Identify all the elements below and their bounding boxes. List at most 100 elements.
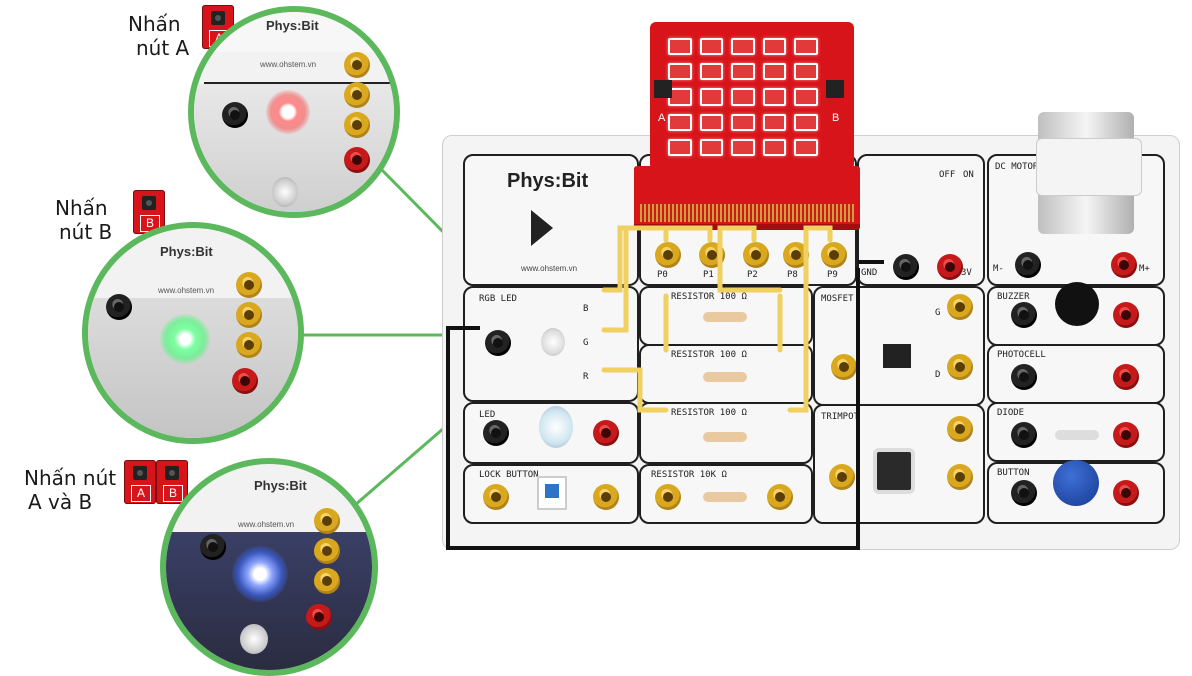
trimpot-knob[interactable] (873, 448, 915, 494)
pin-label: P1 (703, 270, 714, 280)
mosfet-panel: MOSFET G D (813, 286, 985, 406)
red-jack (344, 147, 370, 173)
logo-panel: Phys:Bit www.ohstem.vn (463, 154, 639, 286)
resistor-label: RESISTOR 100 Ω (671, 408, 747, 418)
yellow-jack[interactable] (829, 464, 855, 490)
board-title: Phys:Bit (160, 244, 213, 259)
black-jack[interactable] (483, 420, 509, 446)
website-label: www.ohstem.vn (260, 60, 317, 69)
pin-label: P8 (787, 270, 798, 280)
resistor-10k-panel: RESISTOR 10K Ω (639, 464, 813, 524)
mosfet-g-label: G (935, 308, 941, 318)
pin-jack[interactable] (821, 242, 847, 268)
motor-minus-jack[interactable] (1015, 252, 1041, 278)
zoom-circle-blue: Phys:Bit www.ohstem.vn (160, 458, 378, 676)
microbit-button-b[interactable] (826, 80, 844, 98)
black-jack[interactable] (1011, 422, 1037, 448)
edge-pins (640, 204, 854, 222)
yellow-jack (314, 568, 340, 594)
button-a-icon-2: A (124, 460, 156, 504)
yellow-jack[interactable] (947, 354, 973, 380)
yellow-jack[interactable] (767, 484, 793, 510)
black-jack (200, 534, 226, 560)
resistor-label: RESISTOR 100 Ω (671, 350, 747, 360)
buzzer-icon (1055, 282, 1099, 326)
gnd-jack[interactable] (893, 254, 919, 280)
ohstem-logo-icon (531, 210, 553, 246)
led-glow-green (160, 314, 210, 364)
rgb-g-label: G (583, 338, 589, 348)
resistor-icon (691, 372, 759, 382)
red-jack[interactable] (1113, 422, 1139, 448)
diode-icon (1043, 430, 1111, 440)
rgb-led-panel: RGB LED B G R (463, 286, 639, 402)
button-panel: BUTTON (987, 460, 1165, 524)
red-jack[interactable] (1113, 480, 1139, 506)
black-jack[interactable] (1011, 302, 1037, 328)
led-glow-blue (232, 546, 288, 602)
yellow-jack[interactable] (483, 484, 509, 510)
rgb-b-label: B (583, 304, 589, 314)
microbit-label-a: A (658, 112, 666, 124)
yellow-jack (236, 272, 262, 298)
rgb-led-bulb (541, 328, 565, 356)
yellow-jack[interactable] (831, 354, 857, 380)
yellow-jack[interactable] (947, 294, 973, 320)
mosfet-d-label: D (935, 370, 941, 380)
yellow-jack[interactable] (655, 484, 681, 510)
zoom-circle-green: Phys:Bit www.ohstem.vn (82, 222, 304, 444)
website-label: www.ohstem.vn (521, 264, 578, 273)
motor-plus-jack[interactable] (1111, 252, 1137, 278)
pin-jack[interactable] (655, 242, 681, 268)
clear-led (539, 406, 573, 448)
yellow-jack (236, 302, 262, 328)
resistor-icon (691, 492, 759, 502)
yellow-jack (236, 332, 262, 358)
trimpot-panel: TRIMPOT (813, 404, 985, 524)
yellow-jack (344, 82, 370, 108)
lock-button-switch[interactable] (537, 476, 567, 510)
button-label: BUTTON (997, 468, 1030, 478)
led-panel: LED (463, 402, 639, 464)
led-label: LED (479, 410, 496, 420)
motor-clamp (1036, 138, 1142, 196)
diode-panel: DIODE (987, 402, 1165, 462)
black-jack (222, 102, 248, 128)
red-jack[interactable] (1113, 302, 1139, 328)
yellow-jack[interactable] (947, 464, 973, 490)
blue-push-button[interactable] (1053, 460, 1099, 506)
zoom-circle-red: Phys:Bit www.ohstem.vn (188, 6, 400, 218)
black-jack[interactable] (1011, 364, 1037, 390)
yellow-jack[interactable] (947, 416, 973, 442)
pin-jack[interactable] (743, 242, 769, 268)
yellow-jack (344, 112, 370, 138)
3v-jack[interactable] (937, 254, 963, 280)
lock-button-panel: LOCK BUTTON (463, 464, 639, 524)
clear-led (272, 177, 298, 207)
mosfet-label: MOSFET (821, 294, 854, 304)
gnd-label: GND (861, 268, 878, 278)
red-jack[interactable] (1113, 364, 1139, 390)
mosfet-chip (883, 344, 911, 368)
red-jack[interactable] (593, 420, 619, 446)
yellow-jack (314, 538, 340, 564)
red-jack (232, 368, 258, 394)
rgb-led-label: RGB LED (479, 294, 517, 304)
dc-motor-label: DC MOTOR (995, 162, 1039, 172)
switch-on-label: ON (963, 170, 974, 180)
yellow-jack[interactable] (593, 484, 619, 510)
rgb-r-label: R (583, 372, 589, 382)
rgb-common-jack[interactable] (485, 330, 511, 356)
diode-label: DIODE (997, 408, 1025, 418)
black-jack[interactable] (1011, 480, 1037, 506)
trimpot-label: TRIMPOT (821, 412, 859, 422)
buzzer-label: BUZZER (997, 292, 1030, 302)
black-jack (106, 294, 132, 320)
pin-label: P9 (827, 270, 838, 280)
microbit-button-a[interactable] (654, 80, 672, 98)
board-title: Phys:Bit (507, 170, 589, 192)
website-label: www.ohstem.vn (158, 286, 215, 295)
motor-minus-label: M- (993, 264, 1004, 274)
